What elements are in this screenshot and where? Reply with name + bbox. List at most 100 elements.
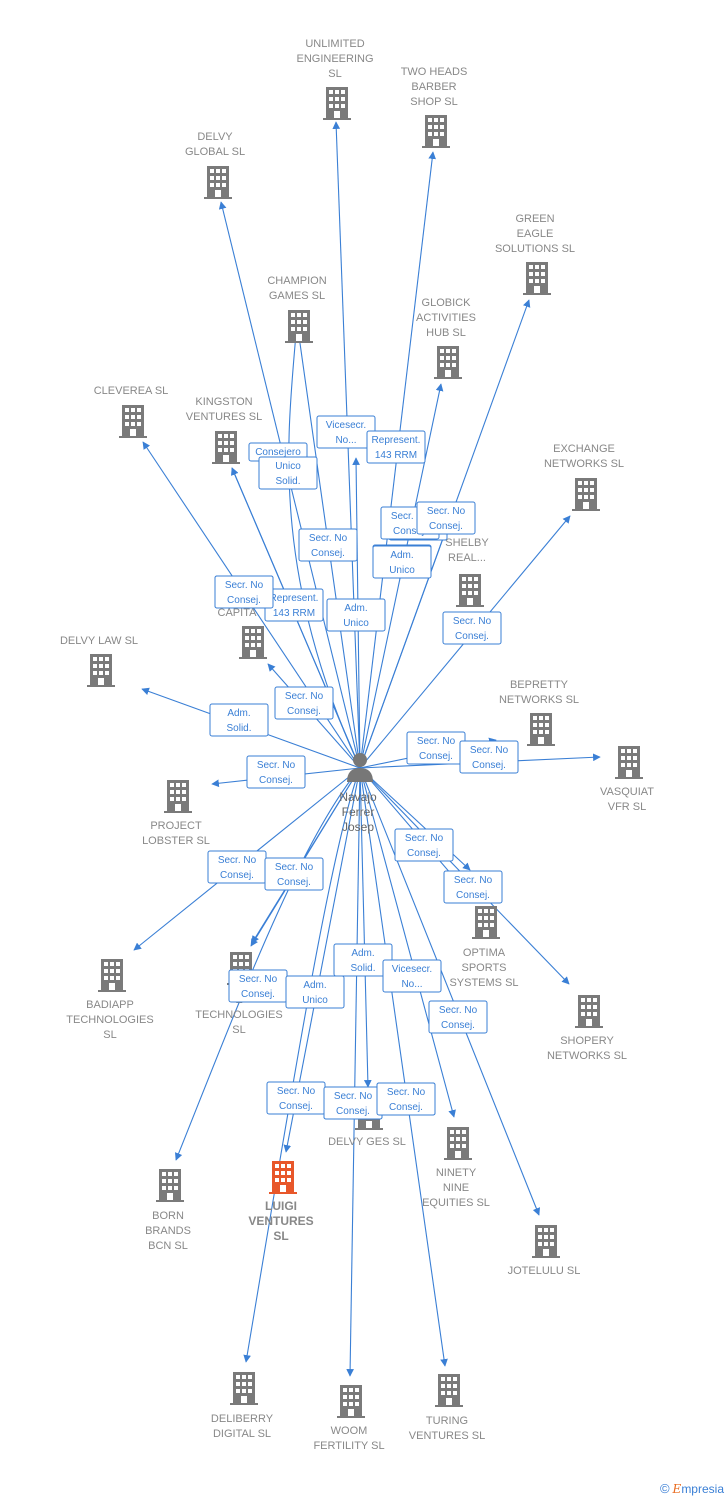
- company-label: BCN SL: [148, 1240, 188, 1252]
- company-node-delvylaw[interactable]: DELVY LAW SL: [60, 635, 138, 687]
- company-label: TECHNOLOGIES: [195, 1009, 282, 1021]
- relation-label-shelby[interactable]: Adm.Unico: [372, 545, 432, 579]
- edge-secondary: [251, 767, 361, 944]
- building-icon: [615, 746, 643, 779]
- relation-label-ninety[interactable]: Vicesecr.No...: [382, 959, 442, 993]
- edge-woom: [346, 767, 361, 1377]
- company-label: GLOBAL SL: [185, 146, 245, 158]
- relation-box: [459, 740, 519, 774]
- company-node-shelby[interactable]: SHELBYREAL...: [445, 537, 489, 607]
- company-label: PROJECT: [150, 820, 202, 832]
- company-label: SOLUTIONS SL: [495, 243, 575, 255]
- company-label: BRANDS: [145, 1225, 191, 1237]
- relation-label-delvyges[interactable]: Adm.Solid.: [333, 943, 393, 977]
- relation-box: [428, 1000, 488, 1034]
- building-icon: [532, 1225, 560, 1258]
- relation-label-twoheads[interactable]: Represent.143 RRM: [366, 430, 426, 464]
- relation-text: Unico: [275, 461, 301, 472]
- company-node-delvyges[interactable]: DELVY GES SL: [328, 1097, 406, 1148]
- brand-name: mpresia: [681, 1482, 724, 1496]
- relation-text: Consej.: [419, 751, 453, 762]
- relation-text: Consej.: [259, 775, 293, 786]
- relation-box: [274, 686, 334, 720]
- company-label: DELIBERRY: [211, 1413, 274, 1425]
- building-icon: [164, 780, 192, 813]
- company-label: EAGLE: [517, 228, 554, 240]
- company-node-cleverea[interactable]: CLEVEREA SL: [94, 385, 169, 438]
- relation-text: Consej.: [456, 890, 490, 901]
- company-label: SL: [328, 68, 341, 80]
- relation-text: Adm.: [344, 603, 367, 614]
- relation-label-unlimited[interactable]: Vicesecr.No...: [316, 415, 376, 449]
- relation-box: [416, 501, 476, 535]
- relation-label-born[interactable]: Adm.Unico: [285, 975, 345, 1009]
- company-label: DELVY LAW SL: [60, 635, 138, 647]
- company-label: CHAMPION: [267, 275, 326, 287]
- company-label: SHOPERY: [560, 1035, 614, 1047]
- relation-box: [285, 975, 345, 1009]
- relation-label-champion[interactable]: Represent.143 RRM: [264, 588, 324, 622]
- relation-box: [298, 528, 358, 562]
- company-label: BADIAPP: [86, 999, 134, 1011]
- relation-box: [258, 456, 318, 490]
- company-label: HUB SL: [426, 327, 466, 339]
- company-node-capital[interactable]: CAPITA: [218, 607, 267, 659]
- relation-label-globick[interactable]: Adm.Unico: [326, 598, 386, 632]
- relation-text: Consej.: [393, 526, 427, 537]
- person-name: Ferrer: [342, 805, 375, 819]
- company-node-delvyglobal[interactable]: DELVY GLOBAL SL: [185, 131, 245, 199]
- relation-text: Solid.: [275, 476, 300, 487]
- building-icon: [434, 346, 462, 379]
- company-label: DELVY: [197, 131, 233, 143]
- company-label: EQUITIES SL: [422, 1197, 490, 1209]
- company-label: SHELBY: [445, 537, 489, 549]
- company-node-jotelulu[interactable]: JOTELULU SL: [508, 1225, 581, 1277]
- relation-box: [382, 959, 442, 993]
- company-label: SL: [273, 1229, 288, 1243]
- relation-text: Solid.: [350, 963, 375, 974]
- building-icon: [337, 1385, 365, 1418]
- company-label: SL: [232, 1024, 245, 1036]
- relation-label-delvylaw[interactable]: Adm.Solid.: [209, 703, 269, 737]
- company-label: SL: [103, 1029, 116, 1041]
- building-icon: [119, 405, 147, 438]
